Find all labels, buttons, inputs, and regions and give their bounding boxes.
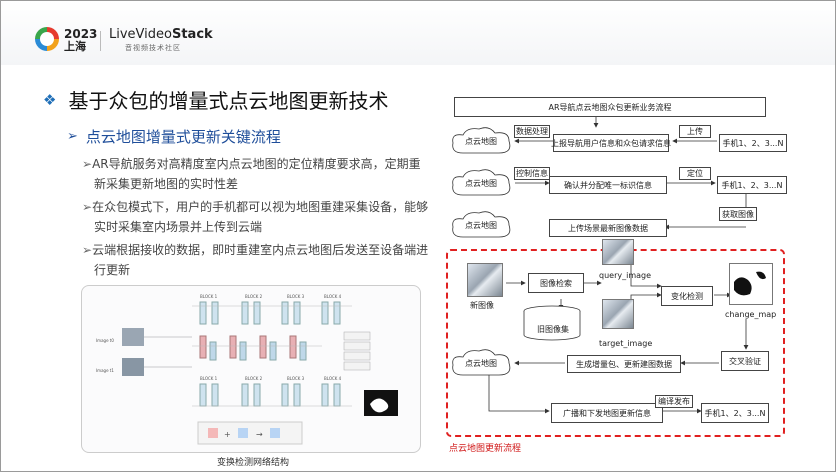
svg-text:+: + [224, 430, 231, 439]
image-t1-label: Image t1 [96, 368, 114, 373]
locate-label: 定位 [679, 167, 711, 180]
block-label: BLOCK 3 [287, 376, 305, 381]
point-cloud-map-cloud: 点云地图 [449, 347, 513, 379]
target-image-label: target_image [599, 339, 653, 348]
data-processing-label: 数据处理 [514, 125, 550, 138]
block-label: BLOCK 2 [245, 294, 263, 299]
block-label: BLOCK 3 [287, 294, 305, 299]
header-bar: 2023 上海 LiveVideoStack 音视频技术社区 [1, 1, 835, 65]
flow-title-box: AR导航点云地图众包更新业务流程 [454, 97, 766, 117]
query-image-thumbnail [602, 239, 634, 265]
title-row: ❖ 基于众包的增量式点云地图更新技术 [43, 85, 388, 114]
block-label: BLOCK 1 [200, 376, 218, 381]
logo-year: 2023 [64, 27, 98, 41]
new-image-thumbnail [467, 263, 503, 297]
new-image-label: 新图像 [470, 301, 494, 310]
section-subtitle: 点云地图增量式更新关键流程 [85, 128, 281, 146]
upload-label: 上传 [679, 125, 711, 138]
point-cloud-map-cloud: 点云地图 [449, 167, 513, 199]
database-cylinder-icon [523, 305, 581, 341]
bullet-item: ➢AR导航服务对高精度室内点云地图的定位精度要求高，定期重 新采集更新地图的实时… [82, 157, 421, 191]
report-user-info-box: 上报导航用户信息和众包请求信息 [551, 134, 671, 152]
point-cloud-map-cloud: 点云地图 [449, 209, 513, 241]
subtitle-row: ➢ 点云地图增量式更新关键流程 [67, 126, 281, 147]
image-t0-label: Image t0 [96, 338, 114, 343]
get-image-label: 获取图像 [719, 207, 757, 221]
change-map-thumbnail [729, 263, 773, 305]
change-detection-box: 变化检测 [661, 286, 713, 306]
logo-divider [100, 31, 101, 51]
upload-latest-image-box: 上传场景最新图像数据 [549, 219, 667, 237]
conference-logo-icon [35, 27, 59, 51]
bullet-item: ➢在众包模式下，用户的手机都可以视为地图重建采集设备，能够 实时采集室内场景并上… [82, 200, 429, 234]
svg-text:→: → [256, 430, 263, 439]
old-image-db-label: 旧图像集 [537, 325, 569, 334]
diamond-bullet-icon: ❖ [43, 90, 57, 109]
network-caption: 变换检测网络结构 [217, 458, 290, 468]
query-image-label: query_image [599, 271, 652, 280]
generate-increment-box: 生成增量包、更新建图数据 [567, 355, 681, 373]
target-image-thumbnail [602, 299, 634, 329]
control-info-label: 控制信息 [514, 167, 550, 180]
phones-box: 手机1、2、3...N [719, 134, 787, 152]
broadcast-update-box: 广播和下发地图更新信息 [551, 403, 663, 423]
brand-logo: LiveVideoStack [109, 27, 213, 42]
arrow-bullet-icon: ➢ [67, 129, 78, 144]
phones-box: 手机1、2、3...N [717, 176, 787, 194]
logo-city: 上海 [64, 40, 86, 53]
phones-box: 手机1、2、3...N [701, 403, 769, 423]
network-structure-figure: Image t0 Image t1 BLOCK 1 BLOCK 2 BLOCK … [81, 285, 421, 453]
bullet-item: ➢云端根据接收的数据，即时重建室内点云地图后发送至设备端进 行更新 [82, 243, 429, 277]
page-title: 基于众包的增量式点云地图更新技术 [68, 89, 389, 113]
change-map-label: change_map [725, 310, 777, 319]
assign-id-box: 确认并分配唯一标识信息 [549, 176, 667, 194]
image-retrieval-box: 图像检索 [528, 273, 584, 293]
compile-release-label: 编译发布 [655, 395, 693, 408]
point-cloud-map-cloud: 点云地图 [449, 125, 513, 157]
block-label: BLOCK 4 [324, 376, 342, 381]
cross-validation-box: 交叉验证 [721, 351, 769, 371]
block-label: BLOCK 4 [324, 294, 342, 299]
block-label: BLOCK 2 [245, 376, 263, 381]
block-label: BLOCK 1 [200, 294, 218, 299]
flow-caption: 点云地图更新流程 [449, 444, 522, 454]
brand-subtitle: 音视频技术社区 [125, 44, 181, 52]
